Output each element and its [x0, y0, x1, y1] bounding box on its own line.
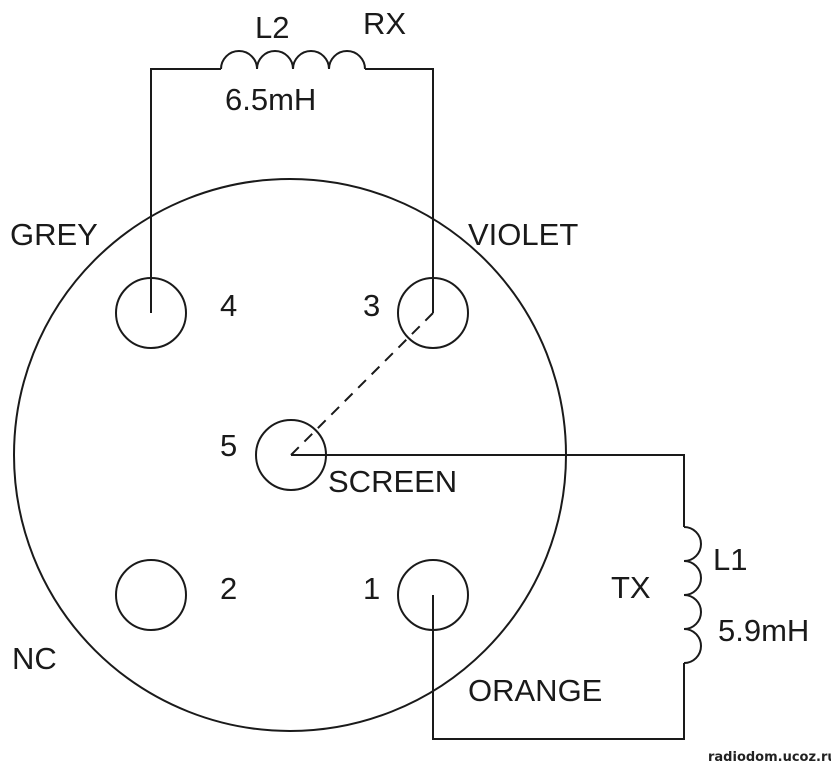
coil-l2-value: 6.5mH: [225, 82, 316, 117]
violet-label: VIOLET: [468, 217, 578, 252]
coil-l1-name: L1: [713, 542, 747, 577]
tx-wire-return: [432, 595, 685, 740]
rx-wire: [150, 68, 221, 313]
nc-label: NC: [12, 641, 57, 676]
rx-wire-return: [365, 68, 434, 313]
pin-3-number: 3: [363, 288, 380, 323]
coil-rx-role: RX: [363, 6, 406, 41]
rx-coil-l2: [220, 50, 366, 70]
pin-2-number: 2: [220, 571, 237, 606]
tx-coil-l1: [683, 526, 702, 664]
coil-l1-value: 5.9mH: [718, 613, 809, 648]
grey-label: GREY: [10, 217, 98, 252]
coil-l2-name: L2: [255, 10, 289, 45]
pin-5-number: 5: [220, 428, 237, 463]
watermark: radiodom.ucoz.ru: [708, 750, 831, 765]
coil-tx-role: TX: [611, 570, 651, 605]
tx-wire: [291, 454, 685, 527]
orange-label: ORANGE: [468, 673, 602, 708]
screen-link-dashed: [290, 312, 434, 456]
pin-4-number: 4: [220, 288, 237, 323]
screen-label: SCREEN: [328, 464, 457, 499]
pin-1-number: 1: [363, 571, 380, 606]
pin-2: [115, 559, 187, 631]
